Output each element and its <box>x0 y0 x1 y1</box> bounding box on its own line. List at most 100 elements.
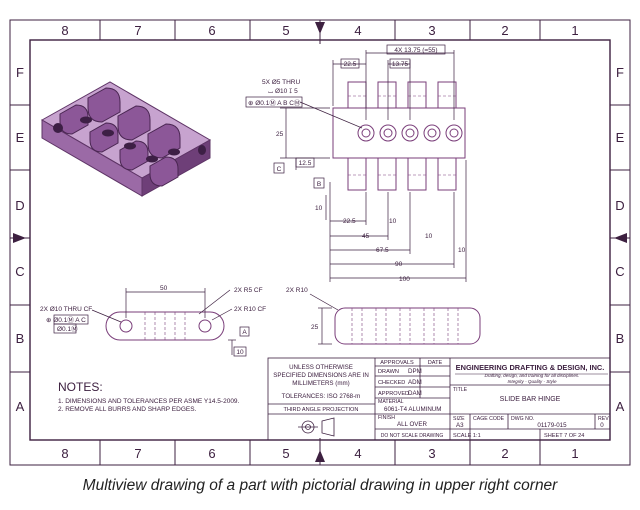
dim-45: 45 <box>362 233 370 240</box>
zone-col-6-top: 6 <box>208 23 215 38</box>
hole-note-2x-10: 2X Ø10 THRU CF <box>40 306 92 313</box>
zone-row-a-left: A <box>16 399 25 414</box>
dim-22-5-top: 22.5 <box>344 61 357 68</box>
tb-general-3: MILLIMETERS (mm) <box>292 380 349 387</box>
tb-approved-value: DAM <box>408 390 422 397</box>
hole-feature-control-frame: ⊕ Ø0.1Ⓜ A B CⓂ <box>248 99 301 107</box>
dim-4x-13-75: 4X 13.75 (=55) <box>394 47 437 54</box>
tb-dwg-value: 01179-015 <box>537 422 567 429</box>
tb-size-label: SIZE <box>453 416 465 422</box>
tb-rev-value: 0 <box>600 422 604 429</box>
radius-2x-r5: 2X R5 CF <box>234 287 263 294</box>
front-view: 50 2X R5 CF 2X R10 CF 2X Ø10 THRU CF ⊕ Ø… <box>40 285 266 357</box>
pictorial-holes <box>53 116 206 163</box>
dim-10-front: 10 <box>236 349 244 356</box>
zone-col-8-top: 8 <box>61 23 68 38</box>
dim-67-5: 67.5 <box>376 247 389 254</box>
tb-drawn-value: DPM <box>408 368 422 375</box>
notes-title: NOTES: <box>58 380 103 394</box>
side-view: 2X R10 25 <box>286 287 481 345</box>
dim-50: 50 <box>160 285 168 292</box>
zone-col-3-top: 3 <box>428 23 435 38</box>
tb-date: DATE <box>428 360 443 366</box>
zone-row-f-right: F <box>616 65 624 80</box>
tb-size-value: A3 <box>456 422 464 429</box>
notes-block: NOTES: 1. DIMENSIONS AND TOLERANCES PER … <box>58 380 240 413</box>
tb-title-label: TITLE <box>453 387 468 393</box>
zone-row-f-left: F <box>16 65 24 80</box>
zone-col-1-bottom: 1 <box>571 446 578 461</box>
tb-checked-label: CHECKED <box>378 380 405 386</box>
tb-cage-label: CAGE CODE <box>473 416 505 422</box>
dim-10-c: 10 <box>458 247 466 254</box>
zone-row-e-left: E <box>16 130 25 145</box>
figure-caption: Multiview drawing of a part with pictori… <box>82 477 558 494</box>
tb-tagline: Drafting, design, and training for all d… <box>485 373 580 378</box>
zone-col-2-top: 2 <box>501 23 508 38</box>
dim-25-side: 25 <box>311 324 319 331</box>
tb-checked-value: ADM <box>408 379 422 386</box>
title-block: UNLESS OTHERWISE SPECIFIED DIMENSIONS AR… <box>267 357 611 441</box>
tb-tolerances: TOLERANCES: ISO 2768-m <box>282 393 361 400</box>
dim-90: 90 <box>395 261 403 268</box>
pictorial-view <box>40 81 212 197</box>
datum-a: A <box>242 329 247 336</box>
zone-col-8-bottom: 8 <box>61 446 68 461</box>
tb-company: ENGINEERING DRAFTING & DESIGN, INC. <box>456 363 605 372</box>
tb-finish-value: ALL OVER <box>397 421 428 428</box>
zone-row-a-right: A <box>616 399 625 414</box>
zone-row-c-left: C <box>15 264 24 279</box>
datum-b: B <box>317 181 321 188</box>
zone-col-5-bottom: 5 <box>282 446 289 461</box>
tb-general-1: UNLESS OTHERWISE <box>289 364 353 371</box>
zone-labels-top: 8 7 6 5 4 3 2 1 <box>61 23 578 38</box>
radius-2x-r10-side: 2X R10 <box>286 287 308 294</box>
zone-labels-left: F E D C B A <box>15 65 24 414</box>
zone-col-2-bottom: 2 <box>501 446 508 461</box>
dim-25-top: 25 <box>276 131 284 138</box>
zone-col-4-top: 4 <box>354 23 361 38</box>
tb-slogan: Integrity - Quality - Style <box>507 379 556 384</box>
dim-100: 100 <box>399 276 410 283</box>
top-view-holes <box>357 124 463 142</box>
zone-row-c-right: C <box>615 264 624 279</box>
tb-sheet: SHEET 7 OF 24 <box>544 433 584 439</box>
note-1: 1. DIMENSIONS AND TOLERANCES PER ASME Y1… <box>58 398 240 405</box>
tb-dwg-label: DWG NO. <box>511 416 534 422</box>
front-fcf-1: ⊕ Ø0.1Ⓜ A C <box>46 316 86 324</box>
dim-10-vertical: 10 <box>315 205 323 212</box>
zone-col-7-top: 7 <box>134 23 141 38</box>
tb-material-label: MATERIAL <box>378 399 404 405</box>
zone-labels-right: F E D C B A <box>615 65 624 414</box>
front-fcf-2: Ø0.1Ⓜ <box>57 325 78 333</box>
hole-note-cbore: ⌴ Ø10 ↧ 5 <box>268 88 298 95</box>
tb-finish-label: FINISH <box>378 415 395 421</box>
zone-row-b-right: B <box>616 331 625 346</box>
tb-no-scale: DO NOT SCALE DRAWING <box>381 433 444 439</box>
dim-10-a: 10 <box>389 218 397 225</box>
dim-10-b: 10 <box>425 233 433 240</box>
datum-c: C <box>277 166 282 173</box>
tb-rev-label: REV <box>598 416 609 422</box>
zone-col-5-top: 5 <box>282 23 289 38</box>
zone-row-b-left: B <box>16 331 25 346</box>
zone-col-6-bottom: 6 <box>208 446 215 461</box>
hole-note-5x: 5X Ø5 THRU <box>262 79 300 86</box>
zone-row-e-right: E <box>616 130 625 145</box>
zone-col-7-bottom: 7 <box>134 446 141 461</box>
zone-row-d-left: D <box>15 198 24 213</box>
top-view: 4X 13.75 (=55) 22.5 13.75 5X Ø5 THRU ⌴ Ø… <box>245 44 467 283</box>
zone-col-1-top: 1 <box>571 23 578 38</box>
tb-material-value: 6061-T4 ALUMINUM <box>384 406 441 413</box>
zone-row-d-right: D <box>615 198 624 213</box>
dim-22-5-horizontal: 22.5 <box>343 218 356 225</box>
tb-approved-label: APPROVED <box>378 391 409 397</box>
zone-labels-bottom: 8 7 6 5 4 3 2 1 <box>61 446 578 461</box>
tb-title-value: SLIDE BAR HINGE <box>500 396 561 403</box>
note-2: 2. REMOVE ALL BURRS AND SHARP EDGES. <box>58 406 197 413</box>
tb-projection: THIRD ANGLE PROJECTION <box>284 407 359 413</box>
radius-2x-r10-front: 2X R10 CF <box>234 306 266 313</box>
tb-approvals: APPROVALS <box>380 360 414 366</box>
engineering-drawing-sheet: 8 7 6 5 4 3 2 1 8 7 6 5 4 3 2 1 F E D C … <box>9 19 631 466</box>
tb-general-2: SPECIFIED DIMENSIONS ARE IN <box>273 372 369 379</box>
